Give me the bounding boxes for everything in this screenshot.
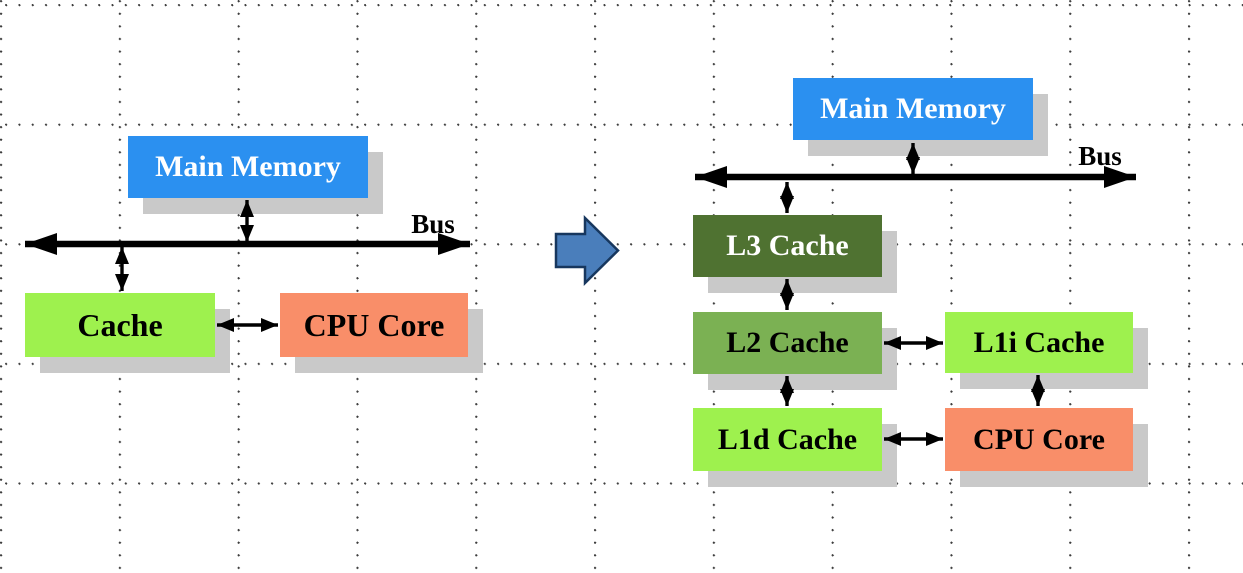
cache-box-left: Cache (25, 293, 215, 357)
cpu-core-box-left: CPU Core (280, 293, 468, 357)
main-memory-box-left: Main Memory (128, 136, 368, 198)
bus-label-right: Bus (1078, 141, 1122, 171)
l1d-cache-box: L1d Cache (693, 408, 882, 471)
l1i-cache-box: L1i Cache (945, 312, 1133, 373)
transition-arrow (554, 215, 620, 286)
l2-cache-box: L2 Cache (693, 312, 882, 374)
bus-label-left: Bus (411, 209, 455, 239)
main-memory-box-right: Main Memory (793, 78, 1033, 140)
l3-cache-box: L3 Cache (693, 215, 882, 277)
cpu-core-box-right: CPU Core (945, 408, 1133, 471)
